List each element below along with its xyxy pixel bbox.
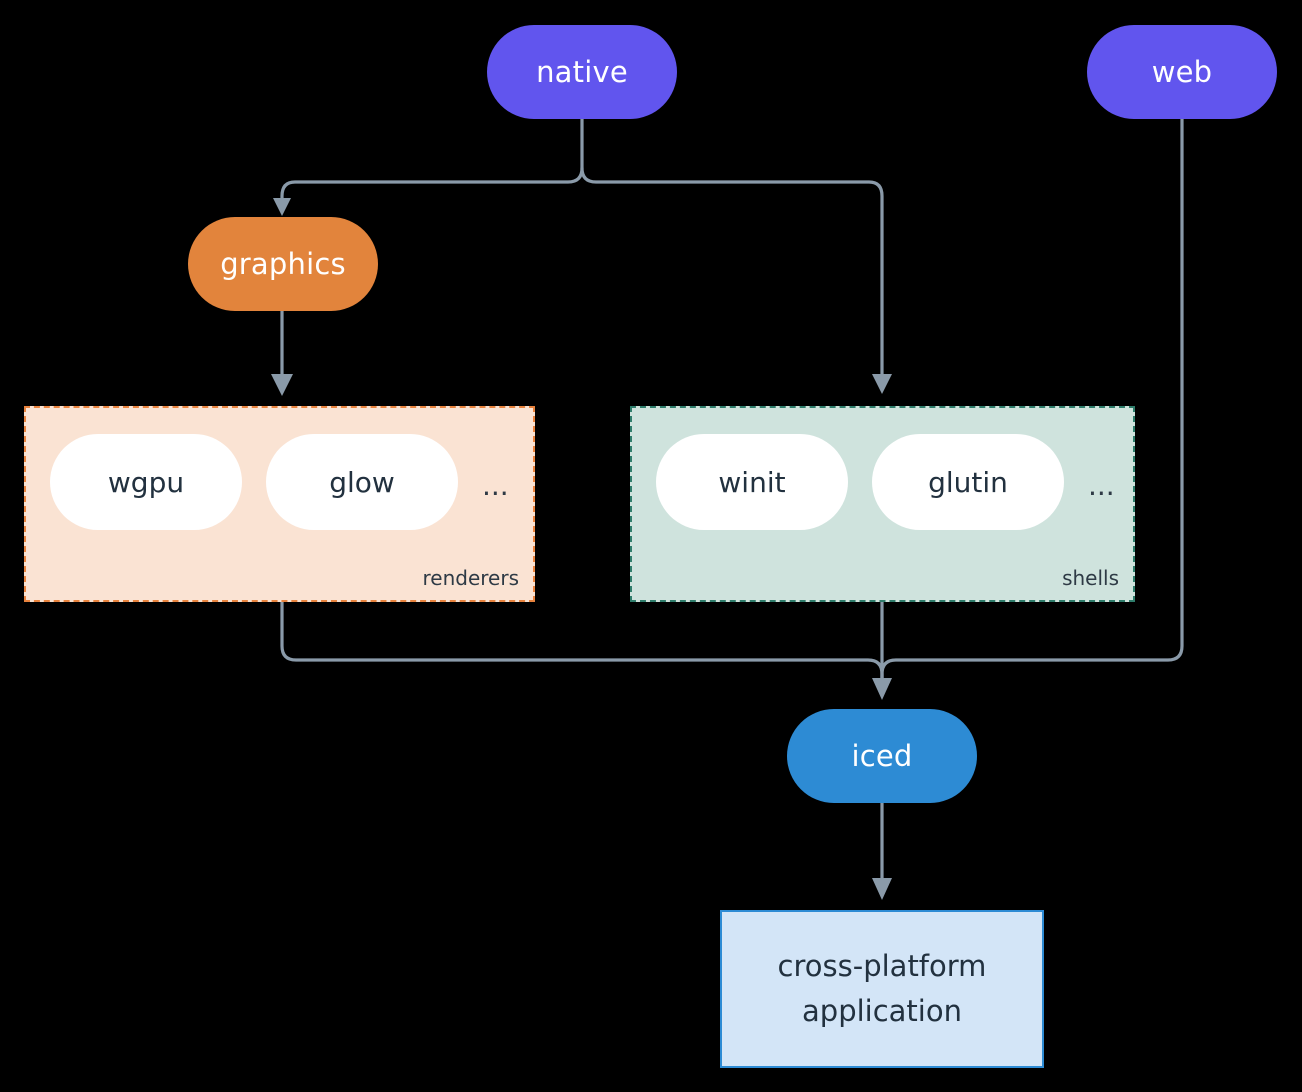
node-application-line2: application [802, 994, 962, 1028]
node-native-label: native [536, 55, 628, 89]
cluster-item-glow-label: glow [329, 465, 395, 499]
cluster-item-glow[interactable]: glow [266, 434, 458, 530]
cluster-item-wgpu-label: wgpu [107, 465, 185, 499]
node-iced-label: iced [851, 739, 913, 773]
edge-iced-application-arrowhead [872, 878, 892, 900]
cluster-shells[interactable]: winit glutin ... shells [630, 406, 1135, 602]
cluster-shells-label: shells [1062, 566, 1119, 590]
cluster-renderers-overflow: ... [482, 469, 509, 502]
cluster-shells-overflow: ... [1088, 469, 1115, 502]
cluster-renderers-label: renderers [422, 566, 520, 590]
node-application-line1: cross-platform [777, 949, 987, 984]
cluster-item-winit[interactable]: winit [656, 434, 848, 530]
edge-graphics-renderers-arrowhead [271, 374, 293, 396]
node-iced[interactable]: iced [787, 709, 977, 803]
edge-native-graphics-arrowhead [273, 198, 291, 216]
cluster-item-wgpu[interactable]: wgpu [50, 434, 242, 530]
node-cross-platform-application[interactable]: cross-platform application [720, 910, 1044, 1068]
node-graphics[interactable]: graphics [188, 217, 378, 311]
edge-native-bus [280, 117, 584, 202]
edge-native-shells-arrowhead [872, 374, 892, 394]
node-web-label: web [1151, 55, 1213, 89]
cluster-item-glutin[interactable]: glutin [872, 434, 1064, 530]
edge-native-shells [580, 166, 884, 378]
edge-renderers-iced [280, 600, 884, 682]
node-native[interactable]: native [487, 25, 677, 119]
node-web[interactable]: web [1087, 25, 1277, 119]
edge-bus-iced-arrowhead [872, 678, 892, 700]
cluster-item-glutin-label: glutin [928, 465, 1008, 499]
node-graphics-label: graphics [220, 247, 346, 281]
cluster-renderers[interactable]: wgpu glow ... renderers [24, 406, 535, 602]
cluster-item-winit-label: winit [718, 465, 786, 499]
